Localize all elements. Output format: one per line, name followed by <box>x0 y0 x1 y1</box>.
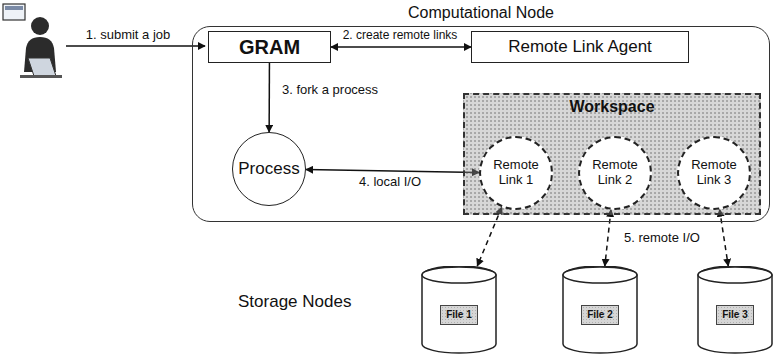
remote-io-link <box>477 207 501 266</box>
submit-arrow <box>66 45 205 47</box>
laptop-base <box>20 75 62 78</box>
agent-box: Remote Link Agent <box>471 31 689 63</box>
storage-cylinder: File 2 <box>562 266 638 354</box>
storage-cylinder: File 1 <box>421 266 497 354</box>
remote-io-link <box>605 210 611 266</box>
node-label: Remote Link 1 <box>488 158 544 188</box>
user-head <box>31 17 49 35</box>
step-label: 3. fork a process <box>280 82 380 97</box>
step-label: 1. submit a job <box>84 27 173 42</box>
storage-cylinder: File 3 <box>697 266 773 354</box>
flow-arrow <box>331 46 471 48</box>
step-label: 5. remote I/O <box>622 230 702 245</box>
file-label: File 3 <box>716 305 754 325</box>
process-circle: Process <box>232 132 306 206</box>
remote-io-link <box>720 210 729 266</box>
cylinder-body <box>698 266 772 353</box>
cylinder-top <box>422 267 496 283</box>
group-label: Storage Nodes <box>236 292 353 312</box>
cylinder-top <box>698 267 772 283</box>
node-label: Remote Link 3 <box>686 158 742 188</box>
monitor-bar <box>5 6 23 10</box>
cylinder-top <box>563 267 637 283</box>
node-label: Process <box>238 159 299 179</box>
laptop <box>28 58 56 76</box>
remote-link-circle: Remote Link 2 <box>578 136 652 210</box>
step-label: 4. local I/O <box>357 174 423 189</box>
file-label: File 2 <box>581 305 619 325</box>
file-label: File 1 <box>440 305 478 325</box>
workspace-area: Remote Link 1 Remote Link 2 Remote Link 3 W… <box>463 93 761 215</box>
area-heading: Workspace <box>465 98 759 116</box>
node-label: Remote Link Agent <box>508 37 652 57</box>
node-label: GRAM <box>239 36 300 59</box>
step-label: 2. create remote links <box>341 28 460 42</box>
flow-arrow <box>306 170 479 173</box>
computational-node: GRAM Remote Link AgentProcess Remote Link … <box>192 26 770 222</box>
remote-link-circle: Remote Link 3 <box>677 136 751 210</box>
node-label: Remote Link 2 <box>587 158 643 188</box>
monitor-symbol <box>3 4 25 20</box>
cylinder-body <box>422 266 496 353</box>
gram-box: GRAM <box>208 31 331 63</box>
flow-arrow <box>268 63 270 132</box>
user-icon <box>3 4 62 78</box>
node-heading: Computational Node <box>193 4 769 22</box>
cylinder-body <box>563 266 637 353</box>
remote-link-circle: Remote Link 1 <box>479 136 553 210</box>
